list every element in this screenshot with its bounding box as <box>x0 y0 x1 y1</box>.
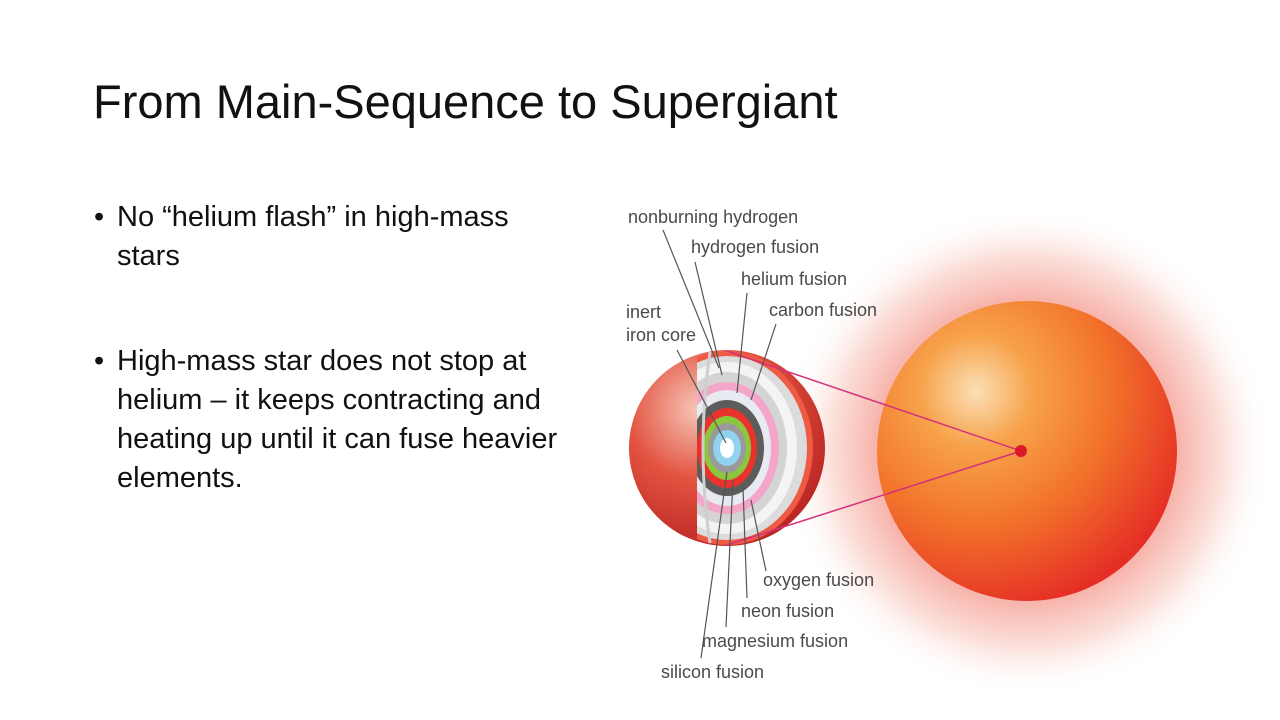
label-oxygen-fusion: oxygen fusion <box>763 570 874 590</box>
core-location-dot <box>1015 445 1027 457</box>
slide-title: From Main-Sequence to Supergiant <box>93 75 838 128</box>
bullet-dot-icon: • <box>94 345 105 377</box>
connector-line <box>726 350 1022 452</box>
label-neon-fusion: neon fusion <box>741 601 834 621</box>
label-helium-fusion: helium fusion <box>741 269 847 289</box>
bullet-text: High-mass star does not stop at helium –… <box>117 345 558 494</box>
bullet-text: No “helium flash” in high-mass stars <box>117 201 509 272</box>
label-silicon-fusion: silicon fusion <box>661 662 764 682</box>
label-hydrogen-fusion: hydrogen fusion <box>691 237 819 257</box>
star-structure-diagram: nonburning hydrogen hydrogen fusion heli… <box>626 206 1270 696</box>
bullet-item: • No “helium flash” in high-mass stars <box>94 198 574 276</box>
bullet-list: • No “helium flash” in high-mass stars •… <box>94 198 574 498</box>
label-iron-core: iron core <box>626 325 696 345</box>
bullet-item: • High-mass star does not stop at helium… <box>94 342 574 498</box>
connector-line <box>726 450 1022 546</box>
bullet-dot-icon: • <box>94 201 105 233</box>
core-cutaway <box>697 351 813 545</box>
label-magnesium-fusion: magnesium fusion <box>702 631 848 651</box>
label-nonburning-hydrogen: nonburning hydrogen <box>628 207 798 227</box>
label-carbon-fusion: carbon fusion <box>769 300 877 320</box>
label-inert: inert <box>626 302 661 322</box>
